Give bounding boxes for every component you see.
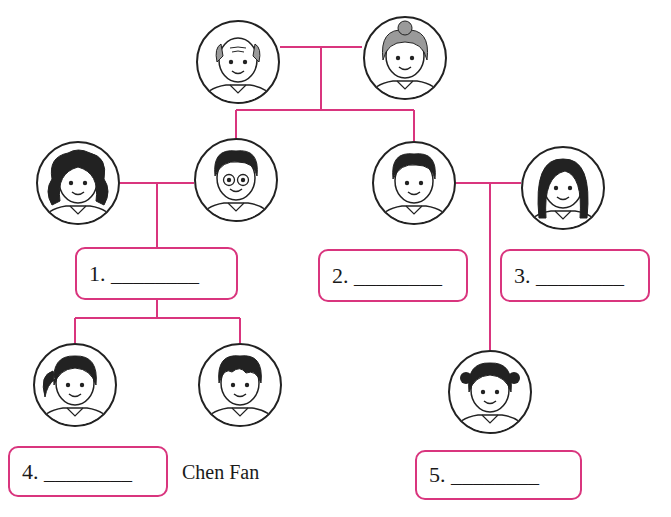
blank-label: 5. ________ (429, 462, 539, 488)
hair (219, 356, 262, 383)
pigtail (460, 372, 472, 384)
shoulders (452, 415, 528, 436)
blank-label: 4. ________ (22, 459, 132, 485)
head (219, 38, 257, 82)
eye (419, 181, 423, 185)
shoulders (198, 203, 274, 224)
portraits (34, 17, 604, 436)
smile (234, 394, 246, 397)
shoulders (367, 81, 443, 102)
eye (66, 383, 70, 387)
hair (215, 151, 258, 176)
blank-label: 3. ________ (514, 263, 624, 289)
family-portrait (37, 142, 119, 227)
eye (405, 181, 409, 185)
family-portrait (522, 147, 604, 232)
blank-label: 2. ________ (332, 263, 442, 289)
tree-line (156, 183, 158, 247)
family-portrait (34, 344, 116, 429)
smile (557, 197, 569, 200)
eye (227, 178, 231, 182)
answer-box: 4. ________ (8, 446, 168, 497)
shoulders (202, 408, 278, 429)
collar (228, 203, 244, 211)
eye (396, 56, 400, 60)
eye (83, 181, 87, 185)
family-portrait (364, 17, 446, 102)
eye (241, 178, 245, 182)
answer-box: 5. ________ (415, 450, 582, 500)
family-portrait (199, 344, 281, 429)
family-portrait (373, 142, 455, 227)
tree-line (75, 317, 240, 319)
tree-line (413, 110, 415, 141)
eye (495, 390, 499, 394)
tree-line (236, 109, 414, 111)
smile (72, 192, 84, 195)
tree-line (239, 318, 241, 343)
collar (406, 206, 422, 214)
answer-box: 1. ________ (75, 247, 238, 300)
collar (482, 415, 498, 423)
hair (48, 150, 108, 205)
shoulders (40, 206, 116, 227)
smile (232, 71, 244, 74)
collar (232, 408, 248, 416)
collar (555, 211, 571, 219)
pigtail (508, 372, 520, 384)
wrinkles (230, 47, 246, 52)
tree-line (456, 182, 521, 184)
eye (554, 186, 558, 190)
collar (397, 81, 413, 89)
tree-line (74, 318, 76, 343)
shoulders (37, 408, 113, 429)
shoulders (200, 85, 276, 106)
hair (469, 363, 512, 392)
blank-label: 1. ________ (89, 261, 199, 287)
smile (69, 394, 81, 397)
answer-box: 2. ________ (318, 249, 468, 302)
glasses (238, 175, 249, 186)
eye (231, 383, 235, 387)
eye (410, 56, 414, 60)
hair (538, 159, 588, 218)
smile (408, 192, 420, 195)
hair-bun (398, 21, 412, 35)
collar (230, 85, 246, 93)
hair (43, 356, 96, 397)
collar (70, 206, 86, 214)
tree-line (320, 47, 322, 110)
eye (568, 186, 572, 190)
name-label: Chen Fan (182, 461, 259, 484)
eye (80, 383, 84, 387)
family-portrait (449, 351, 531, 436)
eye (229, 60, 233, 64)
family-portrait (195, 139, 277, 224)
tree-line (235, 110, 237, 138)
tree-line (489, 183, 491, 350)
tree-line (156, 300, 158, 318)
smile (399, 67, 411, 70)
family-portrait (197, 21, 279, 106)
smile (230, 189, 242, 192)
hair (393, 154, 436, 179)
shoulders (525, 211, 601, 232)
smile (484, 401, 496, 404)
answer-box: 3. ________ (500, 249, 650, 302)
tree-lines (75, 47, 521, 350)
eye (481, 390, 485, 394)
glasses (224, 175, 235, 186)
hair (216, 44, 260, 62)
shoulders (376, 206, 452, 227)
collar (67, 408, 83, 416)
eye (69, 181, 73, 185)
eye (245, 383, 249, 387)
eye (243, 60, 247, 64)
